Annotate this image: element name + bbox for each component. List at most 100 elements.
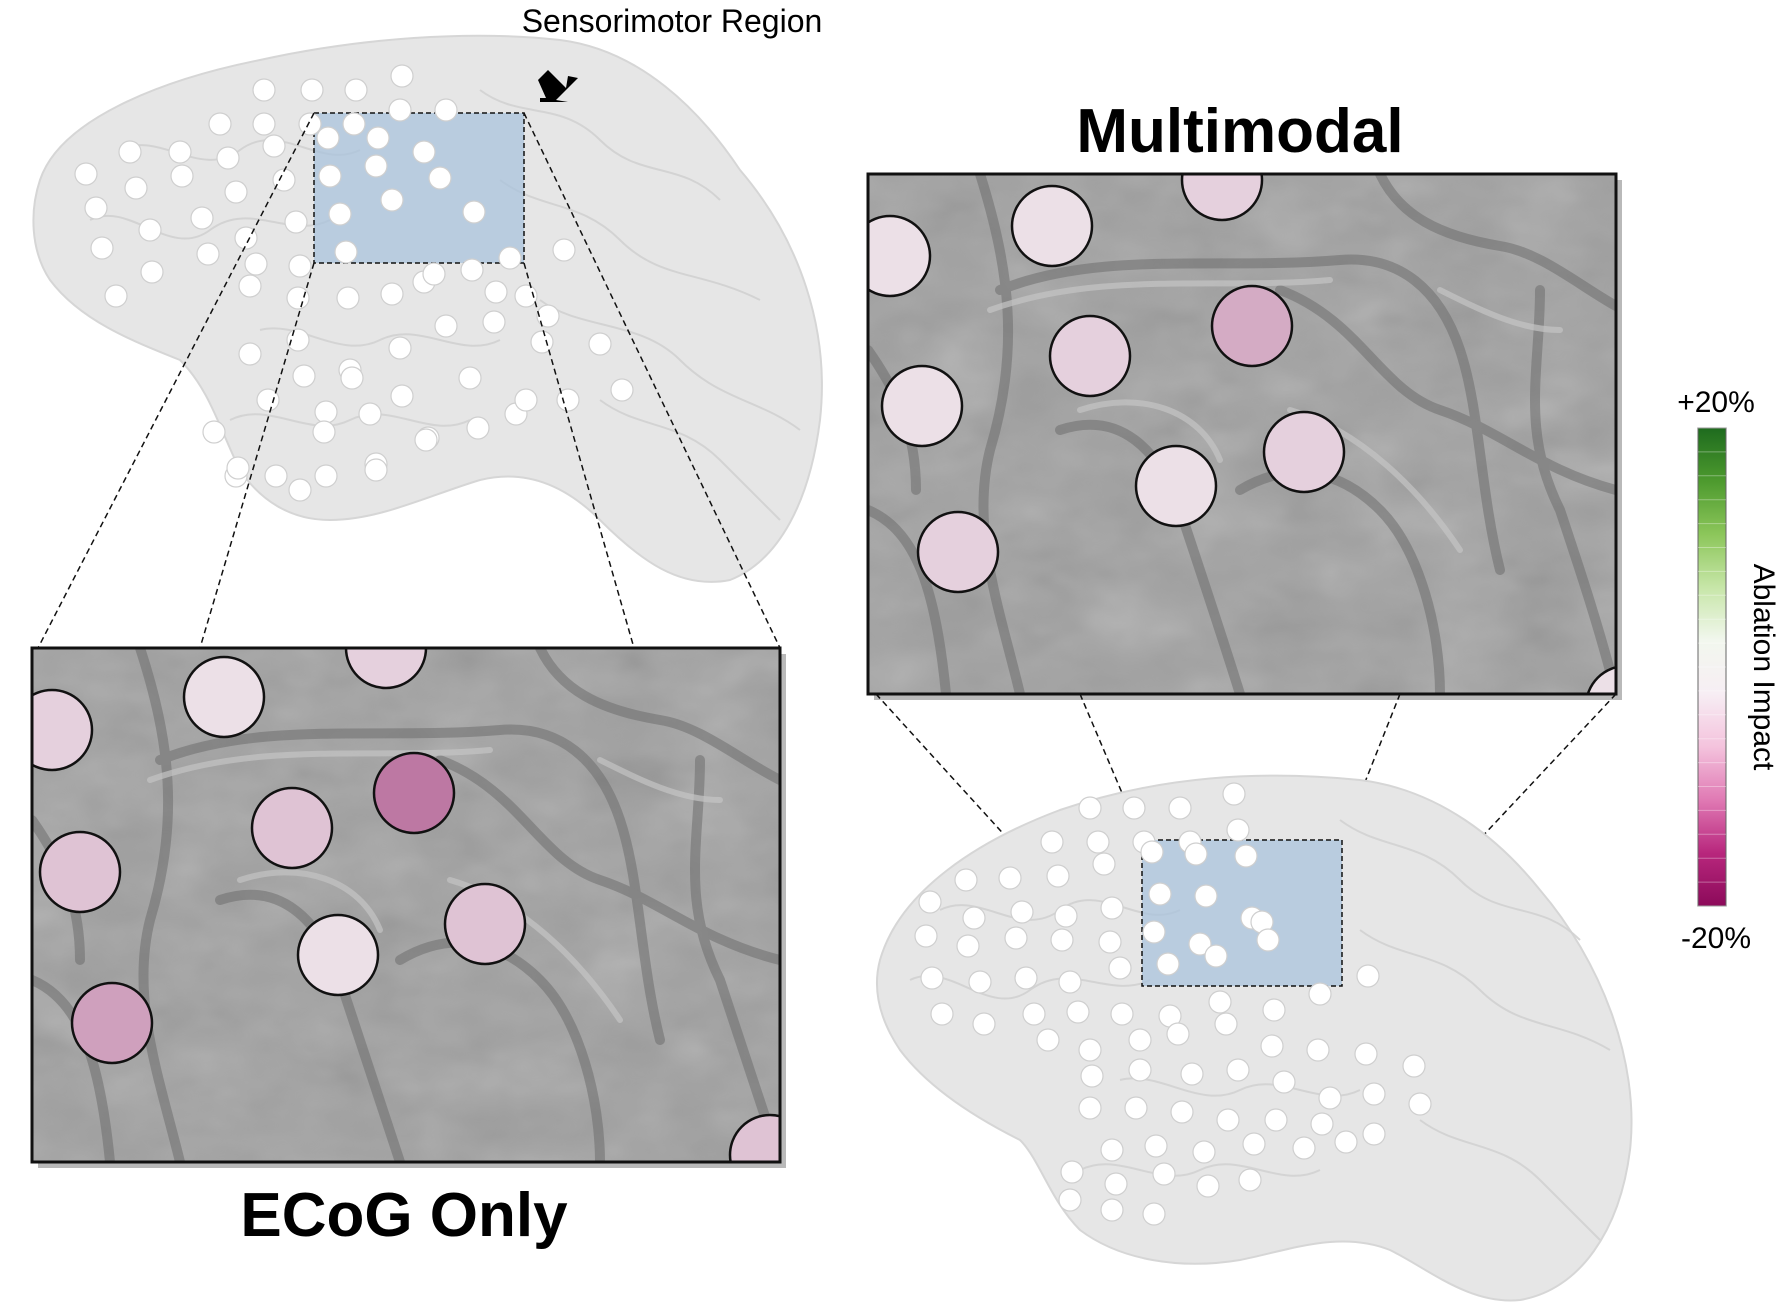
electrode-marker xyxy=(956,934,980,958)
electrode-marker xyxy=(1010,900,1034,924)
electrode xyxy=(38,830,122,914)
electrode-marker xyxy=(918,890,942,914)
electrode-marker xyxy=(462,200,486,224)
electrode-marker xyxy=(1192,1140,1216,1164)
ecog-only-panel xyxy=(30,646,786,1168)
electrode-marker xyxy=(190,206,214,230)
electrode-marker xyxy=(388,98,412,122)
electrode-marker xyxy=(588,332,612,356)
electrode-marker xyxy=(366,126,390,150)
electrode-marker xyxy=(244,252,268,276)
electrode-marker xyxy=(1272,1070,1296,1094)
electrode-marker xyxy=(414,428,438,452)
electrode-marker xyxy=(208,112,232,136)
electrode-marker xyxy=(380,188,404,212)
electrode-marker xyxy=(1054,904,1078,928)
electrode xyxy=(1586,665,1616,694)
electrode-marker xyxy=(336,286,360,310)
electrode-marker xyxy=(196,242,220,266)
electrode-marker xyxy=(1260,1034,1284,1058)
electrode-marker xyxy=(252,112,276,136)
electrode-marker xyxy=(1152,1162,1176,1186)
electrode-marker xyxy=(1050,928,1074,952)
electrode-marker xyxy=(536,304,560,328)
electrode-marker xyxy=(170,164,194,188)
electrode-marker xyxy=(998,866,1022,890)
electrode-marker xyxy=(226,456,250,480)
electrode-marker xyxy=(292,364,316,388)
electrode-marker xyxy=(1142,920,1166,944)
electrode-marker xyxy=(1104,1172,1128,1196)
electrode-marker xyxy=(1262,998,1286,1022)
brain-bottom-right xyxy=(876,774,1633,1302)
electrode-marker xyxy=(298,112,322,136)
electrode-marker xyxy=(318,164,342,188)
electrode-marker xyxy=(1166,1022,1190,1046)
arrow-icon xyxy=(538,70,578,102)
electrode-marker xyxy=(334,240,358,264)
electrode-marker xyxy=(530,330,554,354)
electrode-marker xyxy=(1222,782,1246,806)
electrode xyxy=(344,648,428,690)
electrode-marker xyxy=(1144,1134,1168,1158)
electrode-marker xyxy=(202,420,226,444)
electrode-marker xyxy=(552,238,576,262)
electrode xyxy=(868,214,932,298)
electrode-marker xyxy=(482,310,506,334)
electrode-marker xyxy=(1306,1038,1330,1062)
electrode-marker xyxy=(1124,1096,1148,1120)
electrode-marker xyxy=(358,402,382,426)
electrode-marker xyxy=(1170,1100,1194,1124)
electrode-marker xyxy=(1148,882,1172,906)
electrode-marker xyxy=(344,78,368,102)
electrode-marker xyxy=(460,258,484,282)
electrode xyxy=(1210,284,1294,368)
electrode-marker xyxy=(1122,796,1146,820)
electrode-marker xyxy=(140,260,164,284)
electrode-marker xyxy=(422,262,446,286)
electrode-marker xyxy=(1040,830,1064,854)
electrode-marker xyxy=(914,924,938,948)
electrode-marker xyxy=(1058,1188,1082,1212)
electrode-marker xyxy=(1140,840,1164,864)
electrode-marker xyxy=(434,314,458,338)
electrode-marker xyxy=(314,464,338,488)
electrode-marker xyxy=(216,146,240,170)
electrode-marker xyxy=(288,254,312,278)
electrode-marker xyxy=(1022,1002,1046,1026)
electrode-marker xyxy=(1100,896,1124,920)
electrode-marker xyxy=(1036,1028,1060,1052)
electrode-marker xyxy=(286,286,310,310)
electrode-marker xyxy=(968,970,992,994)
electrode xyxy=(1048,314,1132,398)
electrode-marker xyxy=(224,180,248,204)
electrode xyxy=(916,510,1000,594)
electrode-marker xyxy=(920,966,944,990)
electrode-marker xyxy=(84,196,108,220)
electrode-marker xyxy=(1092,852,1116,876)
electrode xyxy=(250,786,334,870)
electrode-marker xyxy=(1204,944,1228,968)
electrode-marker xyxy=(1194,884,1218,908)
electrode-marker xyxy=(238,274,262,298)
sensorimotor-highlight-box xyxy=(313,112,525,264)
electrode-marker xyxy=(1256,928,1280,952)
electrode-marker xyxy=(556,388,580,412)
electrode-marker xyxy=(1080,1064,1104,1088)
electrode-marker xyxy=(264,464,288,488)
electrode-marker xyxy=(1216,1108,1240,1132)
electrode-marker xyxy=(138,218,162,242)
electrode-marker xyxy=(312,420,336,444)
electrode-marker xyxy=(1334,1130,1358,1154)
electrode xyxy=(182,655,266,739)
electrode-marker xyxy=(514,388,538,412)
electrode-marker xyxy=(514,284,538,308)
electrode-marker xyxy=(1014,966,1038,990)
electrode-marker xyxy=(252,78,276,102)
sensorimotor-region-label: Sensorimotor Region xyxy=(522,3,823,39)
electrode-marker xyxy=(1066,1000,1090,1024)
electrode-marker xyxy=(954,868,978,892)
electrode-marker xyxy=(466,416,490,440)
electrode-marker xyxy=(272,168,296,192)
electrode-marker xyxy=(1318,1086,1342,1110)
